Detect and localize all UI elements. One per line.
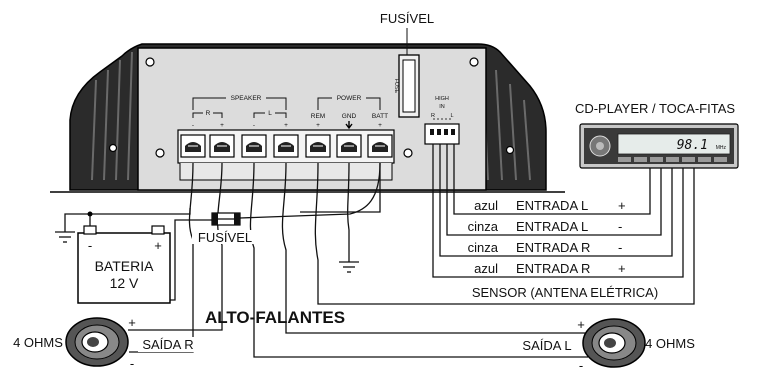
input-wires bbox=[432, 144, 684, 278]
display-unit: MHz bbox=[716, 145, 727, 151]
batt-wire-battery bbox=[167, 219, 212, 301]
speaker-left-minus: - bbox=[130, 356, 134, 370]
terminal-label: BATT bbox=[372, 113, 388, 120]
terminal-label: GND bbox=[342, 113, 357, 120]
speaker-l-label: L bbox=[268, 110, 272, 117]
terminal-screw bbox=[367, 134, 393, 158]
display-frequency: 98.1 bbox=[677, 138, 708, 153]
chassis-wire bbox=[90, 208, 191, 215]
power-signs: ++ bbox=[316, 122, 382, 129]
battery-plus: + bbox=[154, 238, 162, 253]
speaker-r-label: R bbox=[206, 110, 211, 117]
speaker-l-minus-wire bbox=[249, 162, 588, 358]
ground-symbol-icon bbox=[339, 261, 359, 273]
heatsink-fins-left bbox=[91, 51, 133, 181]
rem-wire bbox=[314, 162, 695, 305]
terminal-screw bbox=[273, 134, 299, 158]
terminal-label: - bbox=[192, 122, 194, 129]
terminal-screw bbox=[336, 134, 362, 158]
speaker-left bbox=[65, 317, 129, 367]
gnd-wire bbox=[347, 162, 350, 262]
speaker-label-bg bbox=[226, 93, 266, 102]
speaker-l-bg bbox=[265, 108, 275, 117]
input-color: cinza bbox=[468, 219, 499, 234]
terminal-label: + bbox=[220, 122, 224, 129]
battery-ground-icon bbox=[55, 231, 75, 243]
high-in-l-label: L bbox=[450, 113, 453, 119]
inline-fuse bbox=[211, 212, 241, 226]
batt-wire-top bbox=[300, 163, 381, 213]
fuse-small-label: FUSE bbox=[393, 79, 399, 94]
speaker-l-plus-wire bbox=[281, 162, 588, 334]
battery-terminal-neg bbox=[83, 225, 97, 235]
input-name: ENTRADA R bbox=[516, 240, 590, 255]
speaker-group-label: SPEAKER bbox=[231, 95, 262, 102]
input-color: azul bbox=[474, 198, 498, 213]
batt-wire bbox=[239, 162, 381, 219]
junction-dot bbox=[87, 211, 93, 217]
mount-screws bbox=[108, 57, 515, 158]
speaker-right bbox=[582, 318, 646, 368]
speaker-right-minus: - bbox=[579, 358, 583, 370]
terminal-screw bbox=[180, 134, 206, 158]
input-name: ENTRADA L bbox=[516, 198, 588, 213]
cd-player-title: CD-PLAYER / TOCA-FITAS bbox=[575, 101, 735, 116]
input-color: cinza bbox=[468, 240, 499, 255]
input-sign: + bbox=[618, 261, 626, 276]
speaker-right-plus: + bbox=[577, 317, 585, 332]
input-color: azul bbox=[474, 261, 498, 276]
battery-neg-wire bbox=[64, 213, 91, 232]
high-in-label-1: HIGH bbox=[435, 96, 449, 102]
fuse-wire-label-bg bbox=[192, 230, 258, 244]
high-in-r-label: R bbox=[431, 113, 435, 119]
input-sign: - bbox=[618, 240, 622, 255]
battery-minus: - bbox=[88, 238, 92, 253]
input-name: ENTRADA R bbox=[516, 261, 590, 276]
battery-volts: 12 V bbox=[110, 275, 139, 291]
power-sign: + bbox=[316, 122, 320, 129]
speakers-title: ALTO-FALANTES bbox=[205, 308, 345, 327]
preset-buttons bbox=[618, 157, 727, 162]
terminal-screw bbox=[209, 134, 235, 158]
power-label-bg bbox=[332, 93, 366, 102]
terminal-screw bbox=[305, 134, 331, 158]
input-sign: + bbox=[618, 198, 626, 213]
input-name: ENTRADA L bbox=[516, 219, 588, 234]
terminal-label: REM bbox=[311, 113, 325, 120]
fuse-element bbox=[402, 59, 416, 113]
input-sign: - bbox=[618, 219, 622, 234]
knob-center bbox=[596, 142, 604, 150]
out-r-bg bbox=[138, 337, 200, 352]
speaker-left-plus: + bbox=[128, 315, 136, 330]
high-in-pins bbox=[430, 129, 455, 135]
out-r-label: SAÍDA R bbox=[142, 337, 193, 352]
speaker-r-bg bbox=[203, 108, 213, 117]
head-unit-display bbox=[617, 133, 731, 155]
head-unit: 98.1 MHz bbox=[579, 123, 739, 169]
right-ohms-label: 4 OHMS bbox=[645, 336, 695, 351]
left-ohms-label: 4 OHMS bbox=[13, 335, 63, 350]
terminal-screw bbox=[241, 134, 267, 158]
battery-terminal-pos bbox=[151, 225, 165, 235]
sensor-label: SENSOR (ANTENA ELÉTRICA) bbox=[472, 285, 658, 300]
terminals bbox=[180, 134, 393, 158]
out-l-bg bbox=[515, 338, 577, 353]
battery-body bbox=[77, 232, 171, 304]
battery: - + BATERIA 12 V bbox=[77, 225, 171, 304]
terminal-labels: - + - + REM GND BATT bbox=[192, 113, 388, 129]
fuse-top-label: FUSÍVEL bbox=[380, 11, 434, 26]
terminal-label: + bbox=[284, 122, 288, 129]
out-l-label: SAÍDA L bbox=[522, 338, 571, 353]
power-group-label: POWER bbox=[337, 95, 362, 102]
terminal-label: - bbox=[253, 122, 255, 129]
high-in-label-2: IN bbox=[439, 104, 445, 110]
fuse-wire-label: FUSÍVEL bbox=[198, 230, 252, 245]
gnd-arrow-icon bbox=[345, 121, 353, 130]
battery-name: BATERIA bbox=[95, 258, 155, 274]
power-sign: + bbox=[378, 122, 382, 129]
